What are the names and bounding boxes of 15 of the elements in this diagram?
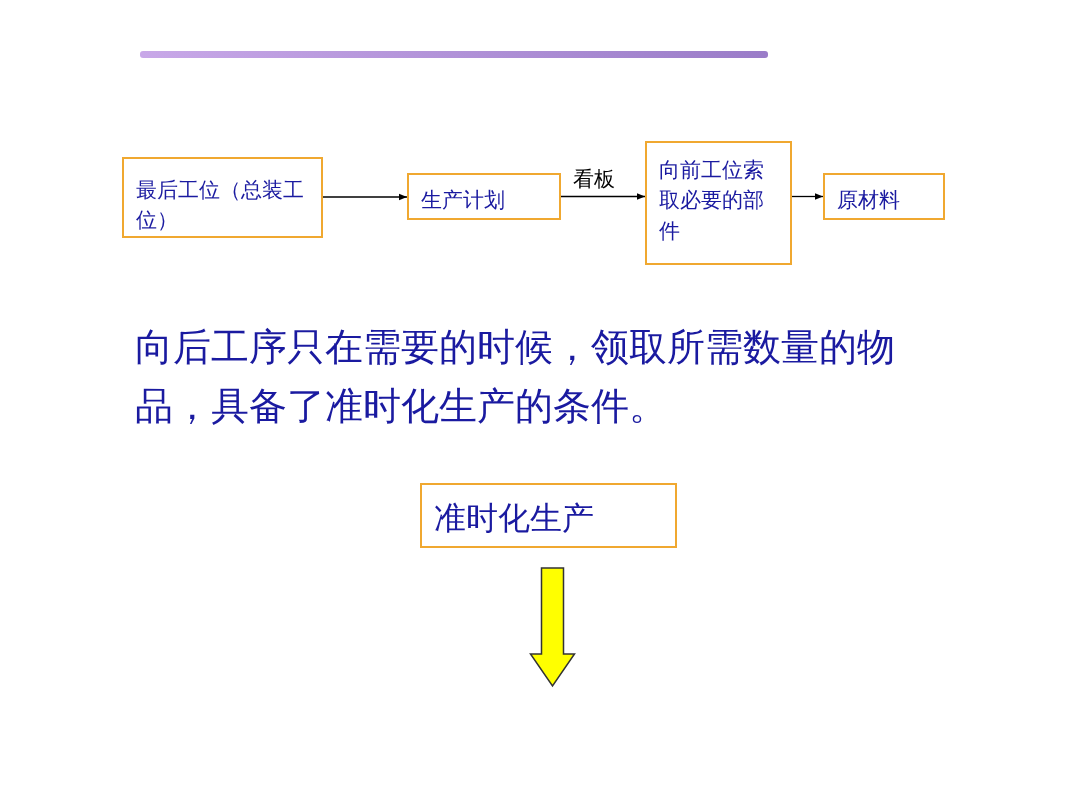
process-box: [122, 157, 323, 238]
node-text: 原材料: [837, 187, 901, 214]
arrow: [791, 193, 824, 200]
process-box: [407, 173, 561, 220]
node-text: 准时化生产: [434, 498, 595, 539]
block-arrow: [529, 567, 576, 688]
node-text: 生产计划: [421, 187, 506, 214]
process-box: [420, 483, 677, 548]
node-text: 最后工位（总装工位）: [136, 177, 305, 235]
arrow: [322, 193, 408, 201]
node-text: 向前工位索取必要的部件: [659, 157, 765, 245]
paragraph: 向后工序只在需要的时候，领取所需数量的物品，具备了准时化生产的条件。: [135, 324, 896, 430]
process-box: [823, 173, 945, 220]
arrow: [560, 193, 646, 200]
process-box: [645, 141, 792, 265]
